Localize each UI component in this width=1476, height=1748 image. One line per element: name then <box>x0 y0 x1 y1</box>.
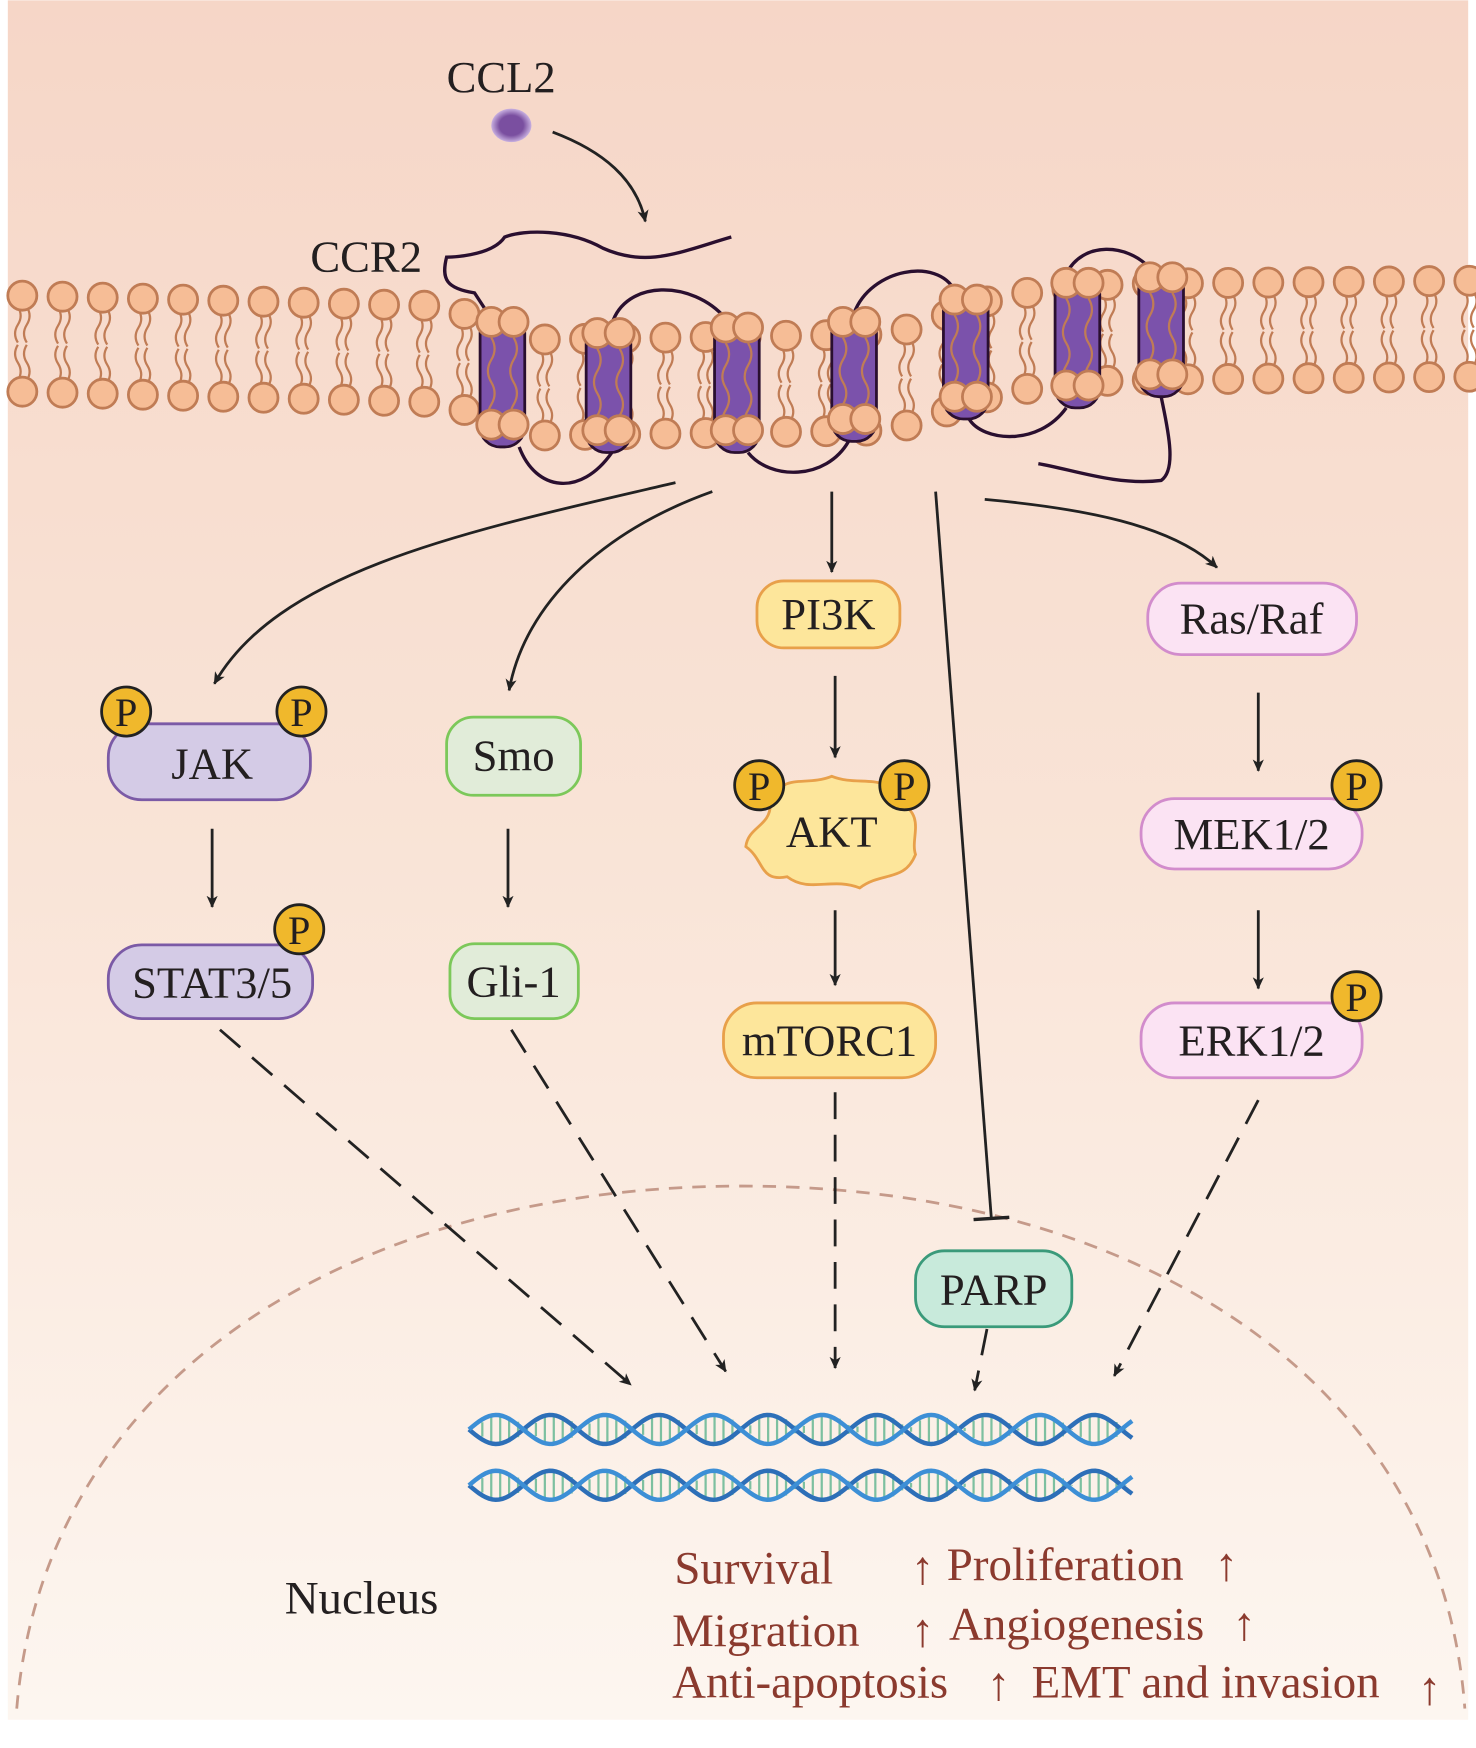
lipid <box>247 285 280 414</box>
pathway-arrows <box>206 481 1264 1392</box>
lipid <box>127 282 159 411</box>
node-pi3k: PI3K <box>755 579 902 650</box>
svg-text:P: P <box>748 764 770 809</box>
nucleus-label: Nucleus <box>285 1573 439 1625</box>
outcome-emt-invasion: EMT and invasion <box>1032 1656 1380 1708</box>
up-arrow-icon: ↑ <box>1418 1663 1441 1715</box>
mek-label: MEK1/2 <box>1173 809 1329 859</box>
lipid <box>770 319 802 448</box>
parp-label: PARP <box>940 1264 1048 1314</box>
node-mek: MEK1/2 <box>1139 797 1364 871</box>
binding-arrow <box>552 130 649 223</box>
up-arrow-icon: ↑ <box>911 1543 934 1595</box>
lipid <box>207 284 240 413</box>
node-akt: AKT <box>744 774 918 890</box>
node-smo: Smo <box>445 715 582 797</box>
node-parp: PARP <box>914 1249 1074 1329</box>
phosphate-icon: P <box>878 759 931 812</box>
dna-strand <box>467 1412 1134 1447</box>
node-stat: STAT3/5 <box>106 943 315 1020</box>
lipid <box>1011 276 1044 405</box>
node-gli1: Gli-1 <box>448 942 580 1020</box>
outcome-survival: Survival <box>674 1543 833 1595</box>
svg-text:P: P <box>1345 975 1367 1020</box>
outcome-migration: Migration <box>672 1605 859 1657</box>
lipid <box>46 280 79 409</box>
transmembrane-helix <box>938 283 993 421</box>
lipid <box>6 279 39 408</box>
cellular-outcomes: Survival ↑ Proliferation ↑ Migration ↑ A… <box>672 1539 1441 1715</box>
lipid <box>528 323 561 452</box>
lipid <box>1252 266 1285 395</box>
akt-label: AKT <box>786 807 878 857</box>
phosphate-icon: P <box>100 685 153 738</box>
node-mtorc1: mTORC1 <box>722 1001 938 1080</box>
lipid <box>1453 264 1476 393</box>
lipid <box>1212 267 1245 395</box>
outcome-anti-apoptosis: Anti-apoptosis <box>672 1656 948 1708</box>
up-arrow-icon: ↑ <box>1233 1598 1256 1650</box>
lipid <box>1373 265 1405 394</box>
dna-helix <box>467 1412 1134 1503</box>
up-arrow-icon: ↑ <box>987 1659 1010 1711</box>
lipid <box>448 298 481 426</box>
node-erk: ERK1/2 <box>1139 1001 1364 1080</box>
node-jak: JAK <box>106 722 312 802</box>
phosphate-icon: P <box>1330 759 1383 812</box>
transmembrane-helix <box>581 317 636 454</box>
stat-label: STAT3/5 <box>132 957 292 1007</box>
phosphate-groups: P P P P P P P <box>100 685 1383 1023</box>
svg-text:P: P <box>115 690 137 735</box>
mtorc1-label: mTORC1 <box>742 1015 917 1065</box>
svg-text:P: P <box>290 690 312 735</box>
erk-label: ERK1/2 <box>1178 1015 1324 1065</box>
transmembrane-helix <box>475 305 530 449</box>
lipid <box>890 313 923 442</box>
svg-text:P: P <box>1345 764 1367 809</box>
nucleus-envelope <box>15 1184 1467 1709</box>
lipid <box>327 287 360 416</box>
ccr2-label: CCR2 <box>310 232 422 282</box>
phosphate-icon: P <box>275 685 328 738</box>
outcome-angiogenesis: Angiogenesis <box>949 1598 1204 1650</box>
phosphate-icon: P <box>273 903 326 956</box>
lipid <box>368 288 400 417</box>
transmembrane-helix <box>1050 266 1105 410</box>
ccl2-molecule <box>491 108 532 143</box>
outcome-proliferation: Proliferation <box>947 1539 1184 1591</box>
lipid <box>408 289 441 418</box>
transmembrane-helix <box>709 311 764 454</box>
up-arrow-icon: ↑ <box>1215 1539 1238 1591</box>
smo-label: Smo <box>473 731 555 781</box>
lipid <box>1292 266 1325 395</box>
phosphate-icon: P <box>1330 970 1383 1023</box>
lipid <box>1332 265 1365 394</box>
lipid <box>287 286 320 415</box>
node-rasraf: Ras/Raf <box>1146 581 1358 657</box>
rasraf-label: Ras/Raf <box>1180 593 1324 643</box>
ccr2-receptor <box>443 230 1189 486</box>
gli1-label: Gli-1 <box>466 956 560 1006</box>
ccl2-label: CCL2 <box>447 52 556 102</box>
svg-text:P: P <box>893 764 915 809</box>
dna-strand <box>467 1468 1134 1503</box>
pi3k-label: PI3K <box>781 589 875 639</box>
svg-text:P: P <box>288 908 310 953</box>
lipid <box>167 283 200 412</box>
transmembrane-helix <box>827 305 882 443</box>
lipid <box>1413 265 1446 394</box>
transmembrane-helix <box>1134 261 1189 399</box>
phosphate-icon: P <box>733 759 786 812</box>
up-arrow-icon: ↑ <box>911 1605 934 1657</box>
lipid <box>649 321 682 450</box>
lipid <box>86 281 119 410</box>
jak-label: JAK <box>171 739 253 789</box>
